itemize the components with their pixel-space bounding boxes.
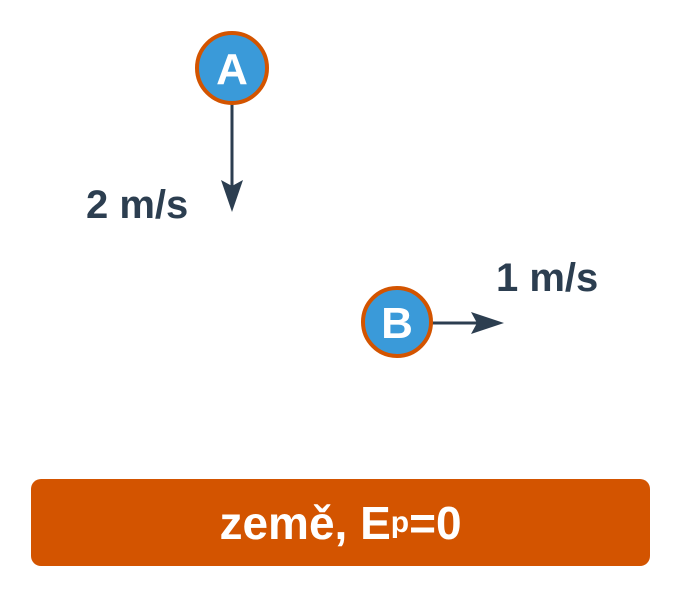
ball-b-label: B	[381, 299, 413, 348]
ball-a: A	[195, 31, 269, 105]
velocity-label-b: 1 m/s	[496, 256, 598, 300]
arrowhead-b	[471, 312, 504, 334]
ball-b: B	[361, 286, 433, 358]
arrowhead-a	[221, 180, 243, 212]
ground-label: země, E	[219, 496, 391, 549]
velocity-label-a: 2 m/s	[86, 183, 188, 227]
ground-label-suffix: =0	[409, 496, 462, 549]
ball-a-label: A	[216, 45, 248, 94]
